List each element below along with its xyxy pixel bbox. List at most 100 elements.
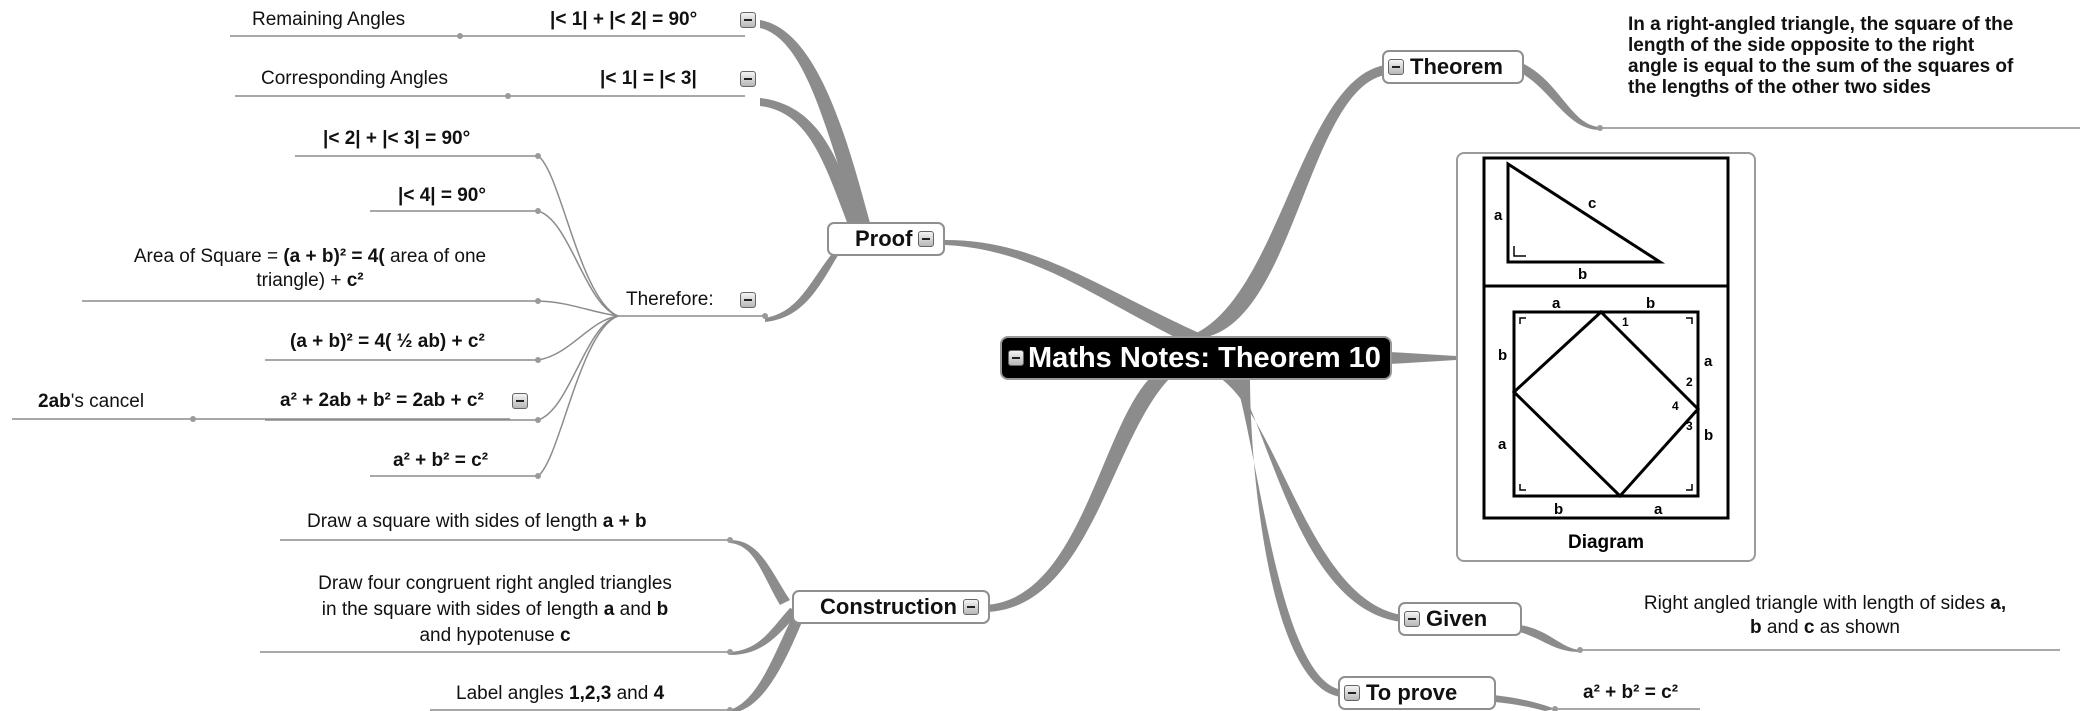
collapse-toggle-icon[interactable] — [512, 393, 528, 409]
construction-node[interactable]: Construction — [792, 590, 990, 624]
corner-mark — [1686, 484, 1693, 491]
given-bold-a: a, — [1990, 593, 2007, 614]
proof-step-3: Area of Square = (a + b)² = 4( area of o… — [100, 245, 520, 293]
right-angle-mark — [1513, 246, 1526, 257]
collapse-toggle-icon[interactable] — [1388, 59, 1404, 75]
angle-label-3: 3 — [1686, 419, 1693, 433]
given-bold-b: b — [1750, 617, 1762, 638]
cancel-note-bold: 2ab — [38, 391, 71, 412]
to-prove-text: a² + b² = c² — [1583, 682, 1679, 703]
to-prove-node[interactable]: To prove — [1338, 676, 1496, 710]
corner-mark — [1686, 317, 1693, 324]
branch-given-text — [1520, 625, 1580, 652]
proof-node[interactable]: Proof — [827, 222, 945, 256]
theorem-node[interactable]: Theorem — [1382, 50, 1524, 84]
construction-item-3: Label angles 1,2,3 and 4 — [456, 682, 664, 706]
branch-proof-therefore — [765, 250, 840, 322]
collapse-toggle-icon[interactable] — [1344, 685, 1360, 701]
statement-line-1: In a right-angled triangle, the square o… — [1628, 14, 2014, 35]
branch-central-theorem — [1190, 65, 1385, 336]
collapse-toggle-icon[interactable] — [740, 292, 756, 308]
branch-toprove-text — [1493, 695, 1555, 711]
proof-step-1: |< 2| + |< 3| = 90° — [323, 128, 471, 149]
construction-item-2: Draw four congruent right angled triangl… — [255, 571, 735, 649]
fan-s5 — [537, 315, 619, 421]
central-topic[interactable]: Maths Notes: Theorem 10 — [1000, 336, 1392, 380]
theorem-label: Theorem — [1410, 54, 1503, 79]
item3-mid: and — [611, 683, 654, 704]
item2-bold-a: a — [603, 599, 615, 620]
item1-text: Draw a square with sides of length — [307, 511, 603, 532]
corner-mark — [1519, 317, 1526, 324]
fan-s4 — [537, 315, 619, 361]
given-node[interactable]: Given — [1398, 602, 1522, 636]
square-label-left-b: b — [1498, 347, 1507, 364]
square-label-bottom-b: b — [1554, 501, 1563, 518]
corresponding-angles-label: Corresponding Angles — [261, 68, 448, 89]
to-prove-label: To prove — [1366, 680, 1458, 705]
corresponding-angles-value: |< 1| = |< 3| — [600, 68, 697, 89]
item2-bold-b: b — [656, 599, 669, 620]
fan-s3 — [537, 300, 619, 317]
therefore-label: Therefore: — [626, 289, 714, 310]
diagram-outer-border — [1482, 156, 1730, 520]
construction-item-1: Draw a square with sides of length a + b — [307, 510, 647, 534]
given-bold-c: c — [1803, 617, 1815, 638]
theorem-statement: In a right-angled triangle, the square o… — [1628, 14, 2013, 98]
item2-line2-mid: and — [614, 599, 657, 620]
fan-s1 — [537, 155, 619, 317]
branch-proof-remaining — [760, 20, 872, 230]
branch-proof-corresponding — [760, 98, 862, 230]
collapse-toggle-icon[interactable] — [1404, 611, 1420, 627]
statement-line-2: length of the side opposite to the right — [1628, 35, 1975, 56]
connector-dots — [190, 33, 1603, 711]
item2-line1: Draw four congruent right angled triangl… — [318, 573, 672, 594]
given-label: Given — [1426, 606, 1488, 631]
thick-branches — [730, 20, 1600, 711]
statement-line-3: angle is equal to the sum of the squares… — [1628, 56, 2014, 77]
cancel-note: 2ab's cancel — [38, 390, 144, 414]
diagram-node[interactable]: a c b a b b a a b b a 1 2 3 4 Diagram — [1456, 152, 1756, 562]
square-label-left-a: a — [1498, 436, 1507, 453]
given-line1-text: Right angled triangle with length of sid… — [1643, 593, 1991, 614]
square-label-bottom-a: a — [1654, 501, 1663, 518]
step3-text-a: Area of Square = — [133, 246, 284, 267]
collapse-toggle-icon[interactable] — [740, 12, 756, 28]
square-label-top-a: a — [1552, 295, 1561, 312]
fan-s2 — [537, 210, 619, 317]
item1-bold: a + b — [602, 511, 647, 532]
given-line2-text: as shown — [1814, 617, 1900, 638]
collapse-toggle-icon[interactable] — [1008, 350, 1024, 366]
step3-bold-a: (a + b)² = 4( — [283, 246, 385, 267]
outer-square — [1512, 310, 1700, 498]
collapse-toggle-icon[interactable] — [962, 599, 979, 615]
proof-step-4: (a + b)² = 4( ½ ab) + c² — [290, 331, 485, 352]
branch-construction-item1 — [730, 540, 790, 605]
angle-label-1: 1 — [1622, 315, 1629, 329]
triangle-label-c: c — [1588, 195, 1596, 212]
proof-step-5: a² + 2ab + b² = 2ab + c² — [280, 390, 484, 411]
corner-mark — [1519, 484, 1526, 491]
given-line2-mid: and — [1761, 617, 1804, 638]
statement-line-4: the lengths of the other two sides — [1628, 77, 1931, 98]
step3-text-c: triangle) + — [256, 270, 347, 291]
construction-label: Construction — [820, 594, 957, 619]
angle-label-2: 2 — [1686, 375, 1693, 389]
item2-bold-c: c — [559, 625, 571, 646]
collapse-toggle-icon[interactable] — [918, 231, 935, 247]
thin-lines — [12, 35, 2080, 711]
given-text: Right angled triangle with length of sid… — [1600, 592, 2050, 640]
step3-bold-b: c² — [346, 270, 364, 291]
square-label-top-b: b — [1646, 295, 1655, 312]
inner-square — [1511, 309, 1701, 499]
remaining-angles-value: |< 1| + |< 2| = 90° — [550, 9, 698, 30]
branch-theorem-statement — [1515, 62, 1600, 130]
square-label-right-a: a — [1704, 353, 1713, 370]
triangle-label-a: a — [1494, 207, 1503, 224]
collapse-toggle-icon[interactable] — [740, 71, 756, 87]
proof-step-2: |< 4| = 90° — [398, 185, 486, 206]
central-title: Maths Notes: Theorem 10 — [1028, 342, 1381, 374]
item2-line2-text: in the square with sides of length — [321, 599, 604, 620]
